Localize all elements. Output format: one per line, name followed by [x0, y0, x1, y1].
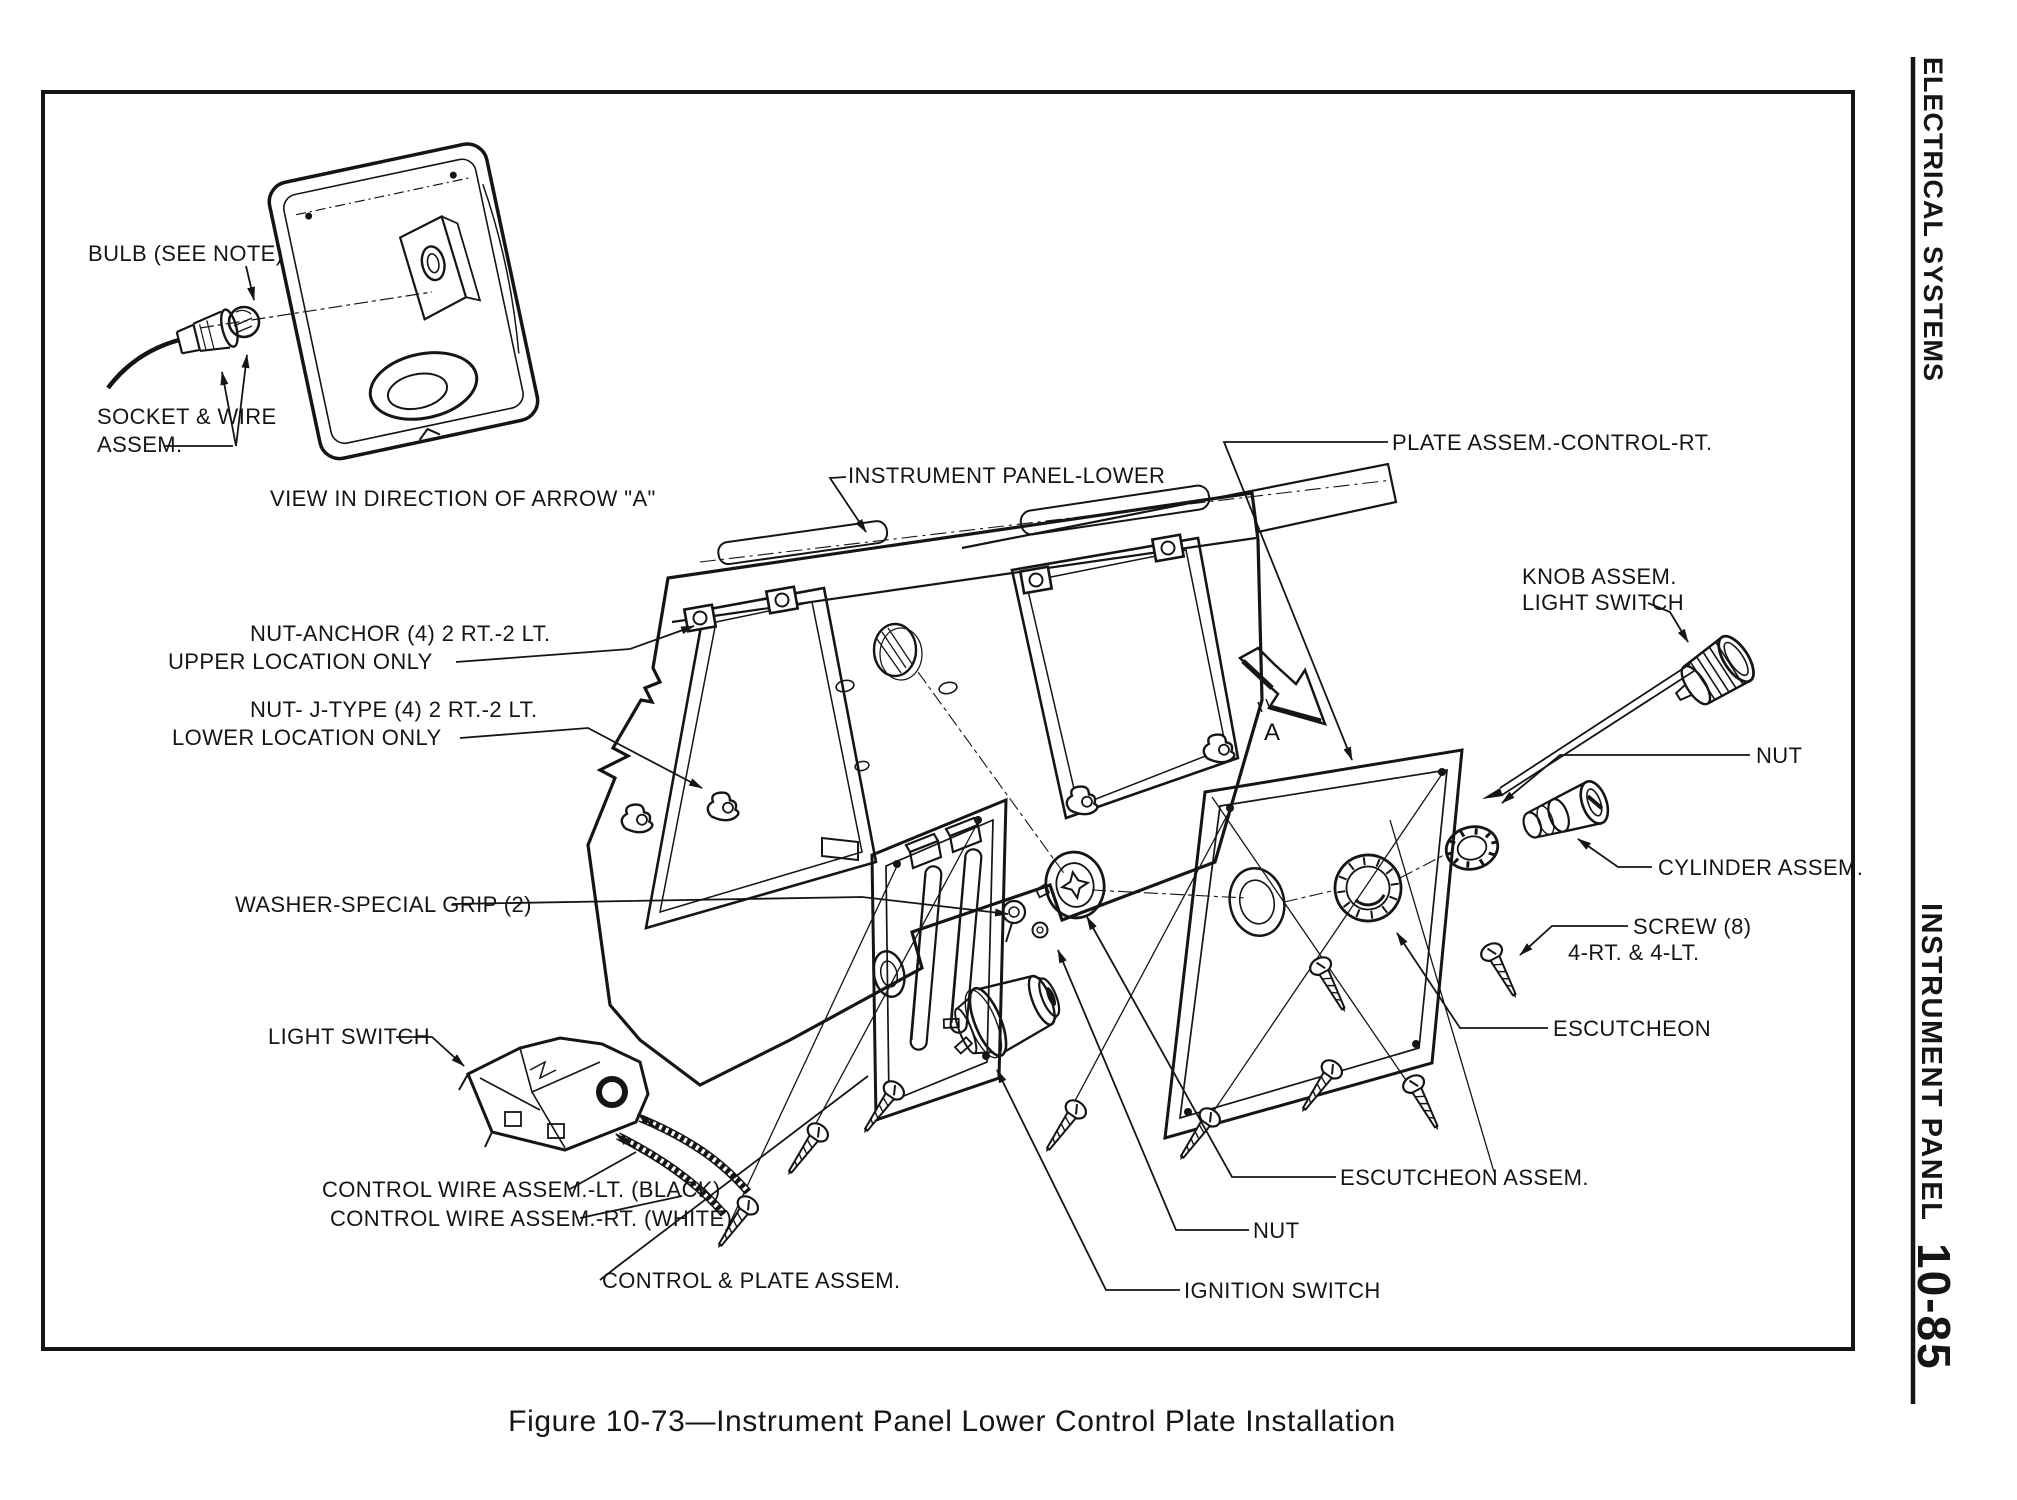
label-escutcheon: ESCUTCHEON: [1553, 1016, 1711, 1041]
label-screw-line1: SCREW (8): [1633, 914, 1752, 939]
leader-nut-j-type: [459, 727, 703, 789]
leader-plate-assem-control-rt: [1222, 441, 1388, 761]
label-control-plate-assem: CONTROL & PLATE ASSEM.: [602, 1268, 901, 1293]
cylinder-assembly-drawing: [1522, 780, 1610, 839]
escutcheon-drawing: [1035, 850, 1106, 920]
label-socket-wire-line2: ASSEM.: [97, 432, 183, 457]
leader-cylinder-assem: [1577, 838, 1652, 868]
leader-control-wire-rt: [579, 1195, 683, 1219]
part-labels: BULB (SEE NOTE) SOCKET & WIRE ASSEM. VIE…: [88, 241, 1863, 1303]
page-sidebar: ELECTRICAL SYSTEMS INSTRUMENT PANEL 10-8…: [1908, 57, 1960, 1404]
leader-nut-bottom: [1057, 949, 1249, 1231]
ignition-switch-drawing: [942, 974, 1061, 1059]
dial-escutcheon-drawing: [1333, 853, 1403, 923]
label-control-wire-rt: CONTROL WIRE ASSEM.-RT. (WHITE): [330, 1206, 732, 1231]
bulb-drawing: [227, 305, 261, 339]
figure-border: [41, 90, 1855, 1351]
control-plate-assembly-drawing: [870, 797, 1008, 1123]
label-instrument-panel-lower: INSTRUMENT PANEL-LOWER: [848, 463, 1165, 488]
label-screw-line2: 4-RT. & 4-LT.: [1568, 940, 1700, 965]
leader-escutcheon: [1396, 932, 1548, 1029]
label-washer-special-grip: WASHER-SPECIAL GRIP (2): [235, 892, 532, 917]
label-nut-j-type-line2: LOWER LOCATION ONLY: [172, 725, 442, 750]
washer-special-grip-drawing: [1001, 899, 1049, 943]
leader-socket-1: [220, 371, 237, 447]
label-nut-j-type-line1: NUT- J-TYPE (4) 2 RT.-2 LT.: [250, 697, 537, 722]
label-nut-anchor-line2: UPPER LOCATION ONLY: [168, 649, 433, 674]
inset-panel-drawing: [267, 142, 540, 461]
label-ignition-switch: IGNITION SWITCH: [1184, 1278, 1381, 1303]
arrow-a-letter: A: [1264, 719, 1280, 746]
figure-caption: Figure 10-73—Instrument Panel Lower Cont…: [508, 1405, 1396, 1438]
label-escutcheon-assem: ESCUTCHEON ASSEM.: [1340, 1165, 1589, 1190]
leader-socket-2: [235, 354, 250, 447]
socket-wire-drawing: [106, 308, 239, 390]
leader-nut-right: [1501, 754, 1750, 804]
screws-drawing: [707, 938, 1527, 1256]
label-light-switch: LIGHT SWITCH: [268, 1024, 430, 1049]
label-nut-bottom: NUT: [1253, 1218, 1299, 1243]
view-direction-arrow-a: A: [1237, 646, 1328, 746]
leader-control-wire-lt: [569, 1151, 637, 1190]
knob-shaft-drawing: [1482, 634, 1755, 799]
sidebar-section-title: ELECTRICAL SYSTEMS: [1918, 57, 1948, 382]
leader-screw: [1519, 925, 1628, 956]
leader-nut-anchor: [455, 625, 695, 663]
label-view-direction: VIEW IN DIRECTION OF ARROW "A": [270, 486, 656, 511]
bulb-socket-inset-view: [106, 142, 540, 461]
leader-bulb: [245, 265, 255, 301]
label-socket-wire-line1: SOCKET & WIRE: [97, 404, 277, 429]
control-wires-drawing: [615, 1113, 752, 1217]
label-knob-assem-line2: LIGHT SWITCH: [1522, 590, 1684, 615]
right-control-plate-drawing: [1163, 748, 1464, 1141]
leader-light-switch: [396, 1036, 465, 1067]
leader-control-plate-assem: [599, 1075, 869, 1281]
page-number: 10-85: [1908, 1243, 1960, 1371]
label-control-wire-lt: CONTROL WIRE ASSEM.-LT. (BLACK): [322, 1177, 721, 1202]
label-knob-assem-line1: KNOB ASSEM.: [1522, 564, 1677, 589]
projection-lines: [721, 773, 1495, 1241]
leader-lines: [396, 441, 1750, 1291]
leader-washer-special-grip: [451, 896, 1009, 917]
light-switch-drawing: [458, 1036, 650, 1152]
inset-centerline: [199, 291, 433, 329]
axis-lines: [917, 671, 1447, 903]
leader-escutcheon-assem: [1086, 916, 1336, 1178]
label-plate-assem-control-rt: PLATE ASSEM.-CONTROL-RT.: [1392, 430, 1713, 455]
sidebar-chapter-title: INSTRUMENT PANEL: [1915, 903, 1947, 1221]
instrument-panel-lower-drawing: [586, 462, 1398, 1087]
castellated-nut-drawing: [1444, 825, 1500, 871]
label-nut-right: NUT: [1756, 743, 1802, 768]
leader-knob-assem: [1647, 602, 1689, 643]
leader-ignition-switch: [996, 1069, 1180, 1291]
label-nut-anchor-line1: NUT-ANCHOR (4) 2 RT.-2 LT.: [250, 621, 551, 646]
label-cylinder-assem: CYLINDER ASSEM.: [1658, 855, 1863, 880]
label-bulb: BULB (SEE NOTE): [88, 241, 283, 266]
leader-instrument-panel-lower: [828, 476, 867, 533]
